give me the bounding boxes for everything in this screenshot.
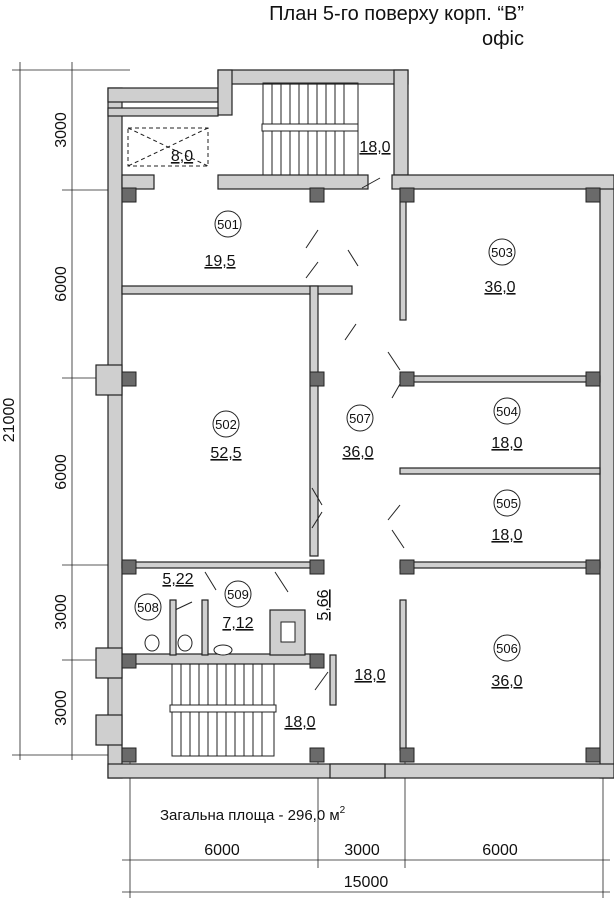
stairs-top-icon xyxy=(261,82,359,176)
room-area: 36,0 xyxy=(484,279,515,296)
room-506: 506 36,0 xyxy=(491,634,523,690)
dim-left-1: 3000 xyxy=(53,112,70,148)
room-area: 52,5 xyxy=(210,445,241,462)
room-area: 7,12 xyxy=(222,615,253,632)
room-number: 509 xyxy=(227,587,249,602)
total-area-label: Загальна площа - 296,0 м xyxy=(160,807,340,824)
room-number: 508 xyxy=(137,600,159,615)
dim-left-2: 6000 xyxy=(53,266,70,302)
elevator-shaft-icon xyxy=(127,127,209,167)
room-number: 505 xyxy=(496,496,518,511)
room-area: 19,5 xyxy=(204,253,235,270)
door-swings xyxy=(174,177,405,691)
room-501: 501 19,5 xyxy=(204,210,242,270)
dim-left-total: 21000 xyxy=(1,398,18,443)
total-area: Загальна площа - 296,0 м2 xyxy=(160,805,346,824)
room-area: 36,0 xyxy=(342,444,373,461)
dim-bottom-2: 3000 xyxy=(344,842,380,859)
plan-subtitle: офіс xyxy=(481,28,524,50)
vestibule-area: 5,66 xyxy=(315,589,332,620)
room-number: 504 xyxy=(496,404,518,419)
dim-left-5: 3000 xyxy=(53,690,70,726)
columns xyxy=(121,187,601,763)
room-508: 508 5,22 xyxy=(134,571,194,621)
room-507: 507 36,0 xyxy=(342,404,374,461)
room-number: 503 xyxy=(491,245,513,260)
total-area-sup: 2 xyxy=(340,805,346,816)
stair-top-area: 18,0 xyxy=(359,139,390,156)
stairs-bottom-icon xyxy=(169,663,277,757)
room-area: 18,0 xyxy=(491,435,522,452)
dim-left-3: 6000 xyxy=(53,454,70,490)
elevator-area: 8,0 xyxy=(171,148,193,165)
plan-title: План 5-го поверху корп. “В” xyxy=(269,3,524,25)
dim-bottom-1: 6000 xyxy=(204,842,240,859)
corridor-bottom-area: 18,0 xyxy=(354,667,385,684)
room-509: 509 7,12 xyxy=(222,580,254,632)
room-503: 503 36,0 xyxy=(484,238,516,296)
stair-bottom-area: 18,0 xyxy=(284,714,315,731)
fixtures-icon xyxy=(144,599,296,656)
room-number: 501 xyxy=(217,217,239,232)
room-area: 18,0 xyxy=(491,527,522,544)
room-number: 506 xyxy=(496,641,518,656)
room-area: 5,22 xyxy=(162,571,193,588)
dim-bottom-total: 15000 xyxy=(344,874,389,891)
room-505: 505 18,0 xyxy=(491,489,523,544)
room-number: 507 xyxy=(349,411,371,426)
room-502: 502 52,5 xyxy=(210,410,242,462)
dim-bottom-3: 6000 xyxy=(482,842,518,859)
room-area: 36,0 xyxy=(491,673,522,690)
room-504: 504 18,0 xyxy=(491,397,523,452)
walls xyxy=(95,69,614,779)
room-number: 502 xyxy=(215,417,237,432)
dim-left-4: 3000 xyxy=(53,594,70,630)
